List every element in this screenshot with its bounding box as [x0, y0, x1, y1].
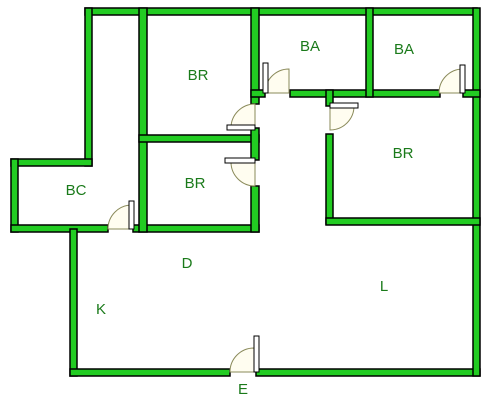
- doors: [107, 62, 466, 373]
- door-br-right-arc: [329, 105, 355, 131]
- wall-ba-left-bottom-right: [289, 89, 441, 98]
- wall-br-right-bottom: [325, 217, 481, 226]
- door-bc-arc: [107, 204, 133, 230]
- door-ba-left-leaf: [262, 62, 269, 94]
- wall-br-right-left-lower: [325, 133, 334, 225]
- door-br-top-arc: [230, 103, 256, 129]
- label-ba-left: BA: [300, 38, 320, 55]
- wall-ba-divider: [365, 7, 374, 98]
- wall-right-outer: [472, 7, 481, 377]
- door-ba-right-arc: [438, 68, 464, 94]
- door-br-right-leaf: [329, 102, 359, 109]
- label-d: D: [182, 255, 193, 272]
- wall-bc-left: [10, 158, 19, 233]
- label-e: E: [238, 381, 248, 398]
- wall-bc-right: [138, 7, 148, 233]
- door-br-top-leaf: [226, 124, 256, 131]
- door-ba-left-arc: [264, 68, 290, 94]
- room-labels: BR BA BA BR BR BC D L K E: [66, 38, 414, 398]
- wall-bottom-right: [255, 368, 481, 377]
- door-br-mid-leaf: [224, 157, 256, 164]
- wall-bc-bottom-right: [132, 224, 260, 233]
- label-ba-right: BA: [394, 41, 414, 58]
- wall-left-upper: [84, 7, 93, 167]
- wall-br-divider: [138, 134, 260, 143]
- door-ba-right-leaf: [459, 64, 466, 94]
- wall-bc-bottom: [10, 224, 109, 233]
- label-br-top: BR: [188, 67, 209, 84]
- wall-ba-right-bottom: [462, 89, 481, 98]
- wall-br-top-right-lower: [250, 127, 260, 161]
- wall-br-mid-right: [250, 185, 260, 233]
- wall-bottom-left: [69, 368, 231, 377]
- label-k: K: [96, 301, 106, 318]
- door-entry-leaf: [253, 335, 260, 373]
- label-l: L: [380, 278, 388, 295]
- label-br-right: BR: [393, 145, 414, 162]
- wall-left-lower: [69, 228, 78, 377]
- door-entry-arc: [229, 347, 255, 373]
- door-br-mid-arc: [230, 161, 256, 187]
- label-bc: BC: [66, 182, 87, 199]
- wall-bc-top: [10, 158, 93, 167]
- door-bc-leaf: [128, 200, 135, 230]
- label-br-mid: BR: [185, 175, 206, 192]
